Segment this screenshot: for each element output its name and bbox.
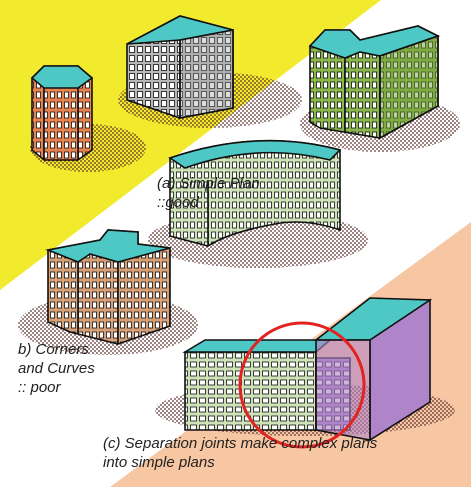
curved-block xyxy=(168,139,342,247)
yellow-zone xyxy=(0,0,381,290)
caption-simple-plan: (a) Simple Plan ::good xyxy=(157,175,260,211)
grey-block xyxy=(126,15,234,119)
caption-separation-joints: (c) Separation joints make complex plans… xyxy=(103,435,378,471)
orange-tower xyxy=(30,65,94,161)
separation-joint-circle xyxy=(238,321,366,449)
green-l-block xyxy=(308,25,441,140)
cross-block xyxy=(45,229,171,345)
separated-blocks xyxy=(182,297,433,442)
caption-corners-curves: b) Corners and Curves :: poor xyxy=(18,341,95,396)
